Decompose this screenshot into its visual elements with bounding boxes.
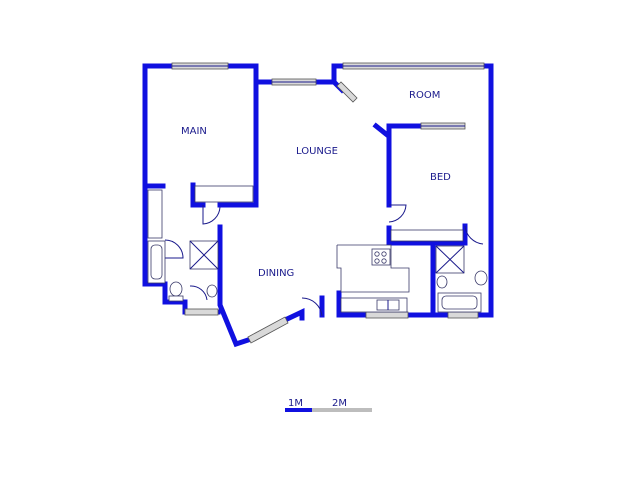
toilet-right <box>474 270 488 286</box>
room-labels: MAIN LOUNGE ROOM BED DINING <box>181 90 451 279</box>
cupboard-left <box>147 189 163 239</box>
door-main <box>202 205 221 225</box>
room-label-lounge: LOUNGE <box>296 146 338 157</box>
wall-room-bed-divider <box>386 123 424 208</box>
cupboard-main <box>194 185 254 203</box>
window-bath-right <box>447 311 479 319</box>
fixtures <box>147 185 464 313</box>
wall-bed-stub-angle <box>372 122 390 138</box>
room-label-bed: BED <box>430 172 451 183</box>
scale-bar-light <box>312 408 372 412</box>
wall-east <box>475 63 494 318</box>
door-bath-right <box>464 225 484 245</box>
window-lounge-angled <box>336 81 358 103</box>
basin-right <box>436 275 448 289</box>
kitchen-counter-north <box>336 244 410 293</box>
windows <box>171 62 490 344</box>
wall-lounge-north <box>313 63 346 85</box>
wall-main-east <box>217 79 259 208</box>
bathroom-left <box>147 240 219 302</box>
window-dining <box>247 316 289 344</box>
walls <box>142 63 494 348</box>
wall-closet-main <box>190 182 206 208</box>
room-label-main: MAIN <box>181 126 207 137</box>
scale-label-2m: 2M <box>332 398 347 409</box>
window-kitchen <box>365 311 409 319</box>
wall-dining-south <box>281 308 305 324</box>
wall-main-north <box>225 63 275 85</box>
door-entrance <box>301 297 323 317</box>
wall-south-kitchen <box>336 290 369 318</box>
door-closet-bath <box>189 285 208 301</box>
room-label-dining: DINING <box>258 268 294 279</box>
scale-bar-dark <box>285 408 312 412</box>
door-bath-left <box>164 239 184 259</box>
doors <box>164 204 484 317</box>
wall-bed-south <box>386 223 468 246</box>
scale-label-1m: 1M <box>288 398 303 409</box>
cupboard-bed <box>390 229 464 242</box>
wall-dining-west <box>217 224 252 348</box>
door-bed <box>388 204 407 223</box>
room-label-room: ROOM <box>409 90 440 101</box>
bathroom-right <box>435 245 488 313</box>
basin-left <box>206 284 218 298</box>
scale-bar: 1M 2M <box>285 398 372 412</box>
toilet-left <box>169 281 183 297</box>
stove <box>371 248 391 266</box>
window-bath-left <box>184 308 219 316</box>
